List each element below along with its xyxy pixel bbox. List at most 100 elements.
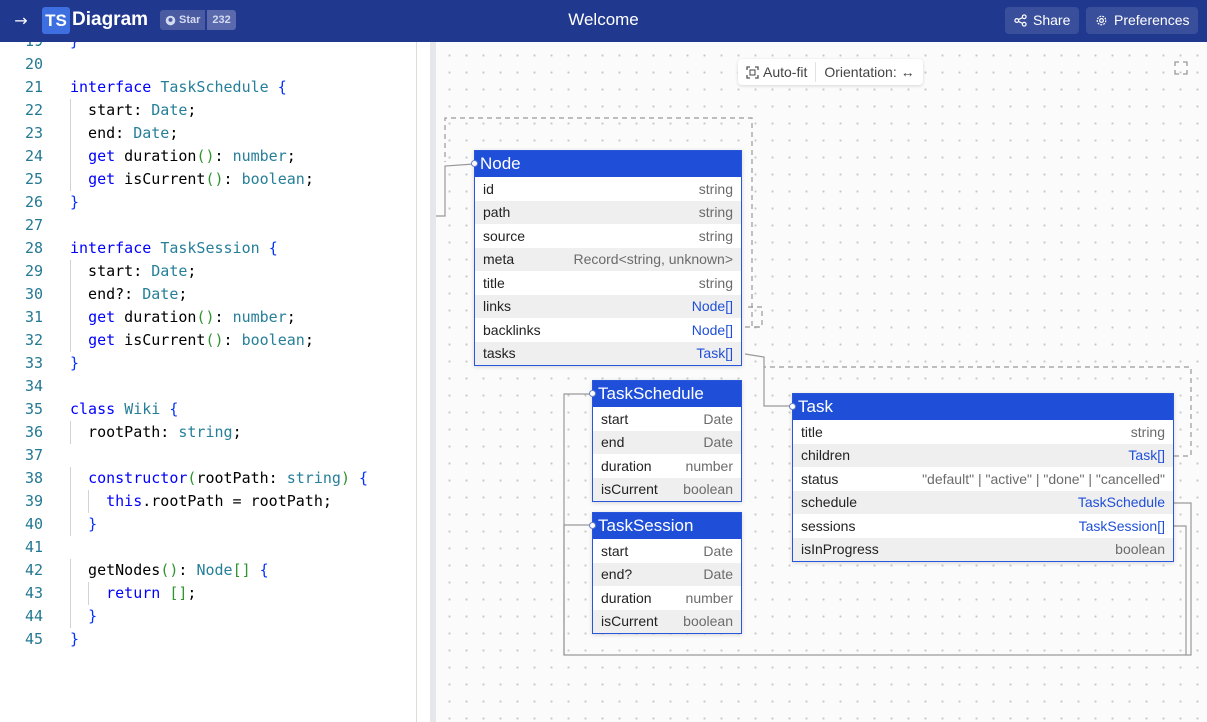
- code-line[interactable]: 31 get duration(): number;: [0, 306, 416, 329]
- node-title[interactable]: Node: [475, 151, 741, 177]
- code-line[interactable]: 29 start: Date;: [0, 260, 416, 283]
- code-line[interactable]: 19}: [0, 42, 416, 53]
- code-line[interactable]: 34: [0, 375, 416, 398]
- code-line[interactable]: 38 constructor(rootPath: string) {: [0, 467, 416, 490]
- field-type: Record<string, unknown>: [573, 251, 733, 268]
- node-title[interactable]: Task: [793, 394, 1173, 420]
- indent-guide: [70, 605, 71, 628]
- indent-guide: [70, 582, 71, 605]
- field-type: Date: [703, 566, 733, 583]
- field-name: backlinks: [483, 321, 541, 338]
- code-line[interactable]: 45}: [0, 628, 416, 651]
- code-line[interactable]: 25 get isCurrent(): boolean;: [0, 168, 416, 191]
- github-star-button[interactable]: Star 232: [160, 10, 236, 30]
- line-number: 32: [24, 331, 43, 349]
- indent-guide: [70, 559, 71, 582]
- code-text: end: Date;: [70, 124, 179, 142]
- field-row[interactable]: end?Date: [593, 562, 741, 586]
- code-line[interactable]: 24 get duration(): number;: [0, 145, 416, 168]
- code-line[interactable]: 22 start: Date;: [0, 99, 416, 122]
- code-line[interactable]: 43 return [];: [0, 582, 416, 605]
- code-line[interactable]: 23 end: Date;: [0, 122, 416, 145]
- field-type: Node[]: [691, 321, 733, 338]
- share-button[interactable]: Share: [1005, 7, 1080, 34]
- field-type: boolean: [683, 481, 733, 498]
- input-port[interactable]: [589, 522, 596, 529]
- line-number: 40: [24, 515, 43, 533]
- toggle-editor-icon[interactable]: →: [14, 11, 28, 30]
- code-text: get duration(): number;: [88, 147, 296, 165]
- line-number: 30: [24, 285, 43, 303]
- field-name: sessions: [801, 517, 856, 534]
- indent-guide: [88, 490, 90, 513]
- code-line[interactable]: 41: [0, 536, 416, 559]
- field-type: Date: [703, 410, 733, 427]
- field-name: id: [483, 180, 494, 197]
- code-line[interactable]: 32 get isCurrent(): boolean;: [0, 329, 416, 352]
- pane-splitter[interactable]: [430, 42, 436, 722]
- code-line[interactable]: 39 this.rootPath = rootPath;: [0, 490, 416, 513]
- input-port[interactable]: [589, 390, 596, 397]
- line-number: 22: [24, 101, 43, 119]
- code-text: }: [70, 630, 80, 648]
- code-line[interactable]: 27: [0, 214, 416, 237]
- code-line[interactable]: 37: [0, 444, 416, 467]
- input-port[interactable]: [789, 403, 796, 410]
- node-title[interactable]: TaskSession: [593, 513, 741, 539]
- autofit-button[interactable]: Auto-fit: [738, 59, 815, 85]
- field-type: number: [685, 457, 733, 474]
- field-row[interactable]: backlinks Node[]: [475, 318, 741, 342]
- preferences-button[interactable]: Preferences: [1086, 7, 1199, 34]
- field-type: "default" | "active" | "done" | "cancell…: [922, 470, 1165, 487]
- input-port[interactable]: [471, 160, 478, 167]
- code-line[interactable]: 36 rootPath: string;: [0, 421, 416, 444]
- connection-lines: [436, 117, 1192, 656]
- field-row[interactable]: status"default" | "active" | "done" | "c…: [793, 467, 1173, 491]
- code-line[interactable]: 20: [0, 53, 416, 76]
- field-type: Date: [703, 542, 733, 559]
- code-line[interactable]: 42 getNodes(): Node[] {: [0, 559, 416, 582]
- code-line[interactable]: 30 end?: Date;: [0, 283, 416, 306]
- orientation-button[interactable]: Orientation: ↔: [816, 59, 922, 85]
- code-line[interactable]: 33}: [0, 352, 416, 375]
- fullscreen-icon[interactable]: [1174, 61, 1188, 75]
- node-title[interactable]: TaskSchedule: [593, 381, 741, 407]
- github-star[interactable]: Star: [160, 10, 206, 30]
- code-line[interactable]: 26}: [0, 191, 416, 214]
- field-type: string: [698, 274, 733, 291]
- indent-guide: [88, 582, 90, 605]
- field-type: boolean: [1115, 541, 1165, 558]
- code-line[interactable]: 40 }: [0, 513, 416, 536]
- line-number: 20: [24, 55, 43, 73]
- code-line[interactable]: 44 }: [0, 605, 416, 628]
- github-star-count[interactable]: 232: [207, 10, 236, 30]
